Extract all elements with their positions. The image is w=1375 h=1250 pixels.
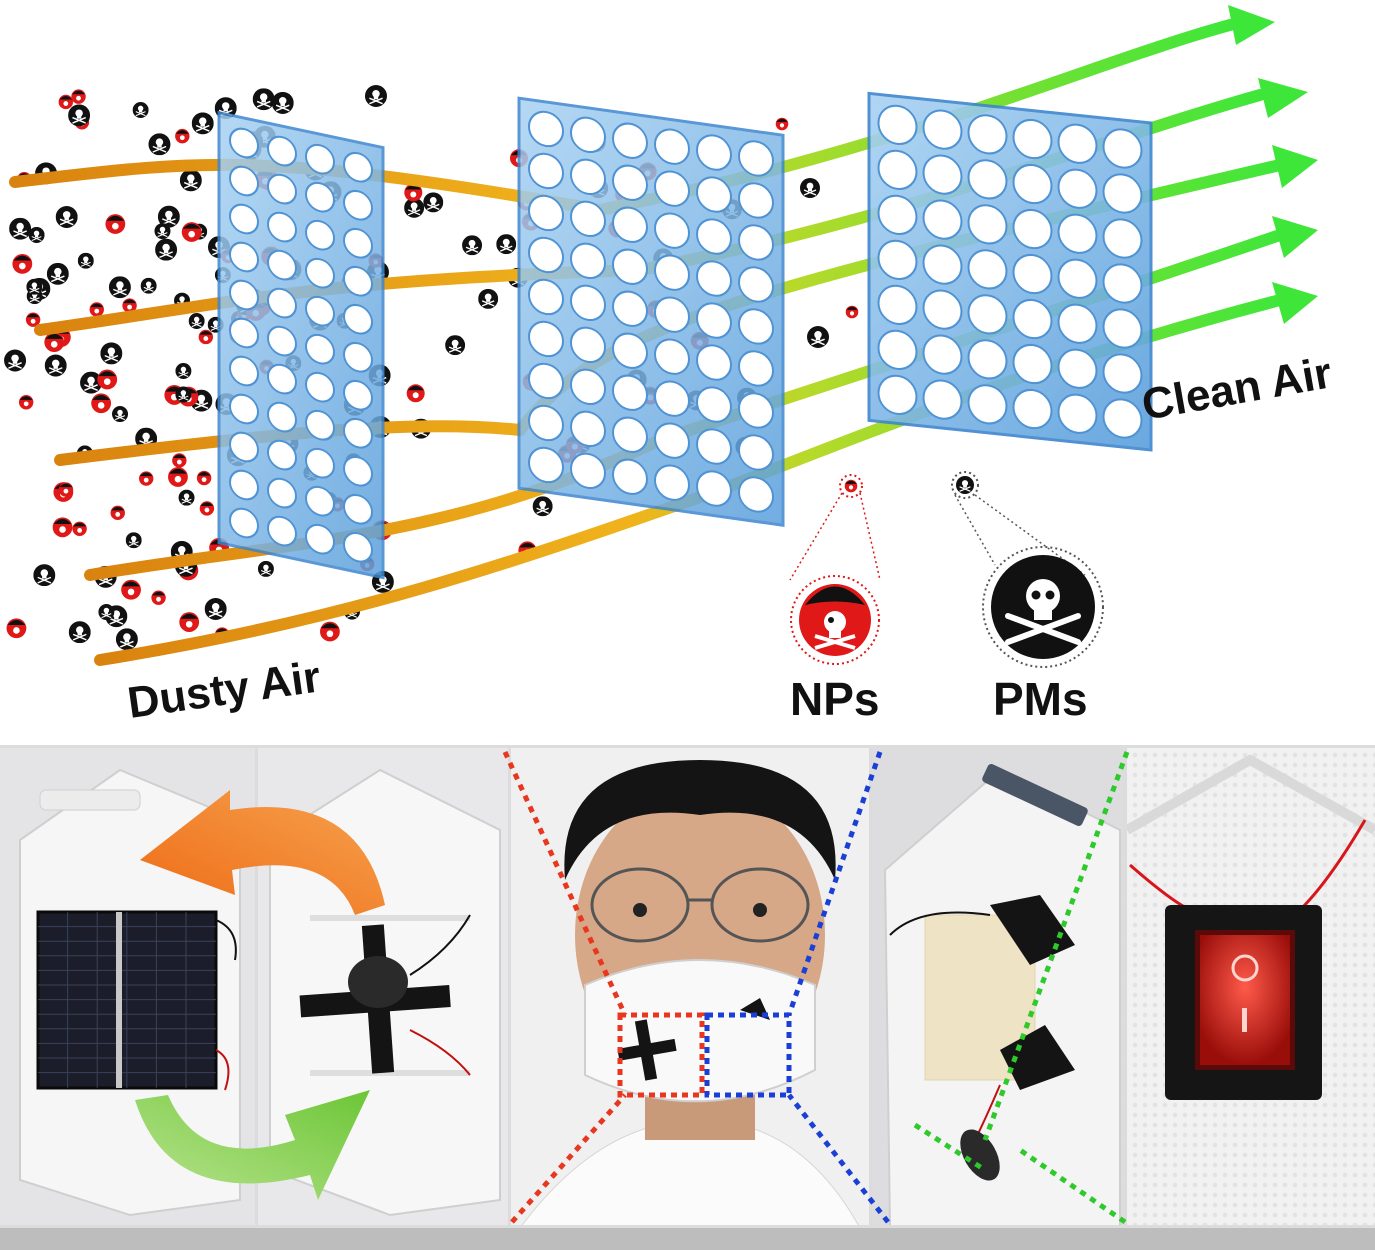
solar-panel [38, 912, 216, 1088]
pm-particle [33, 564, 55, 586]
pm-particle [205, 598, 227, 620]
arrow-head-4 [1272, 216, 1318, 258]
pm-particle [462, 235, 482, 255]
pm-particle [478, 289, 498, 309]
pm-particle [533, 496, 553, 516]
pm-particle [258, 561, 274, 577]
pm-particle [445, 335, 465, 355]
pm-particle [68, 104, 90, 126]
np-particle [53, 517, 73, 537]
skull-crossbones-icon [991, 555, 1095, 659]
filter-layer-2 [519, 98, 783, 525]
pm-particle [192, 112, 214, 134]
np-particle [179, 612, 199, 632]
pm-particle [69, 621, 91, 643]
arrow-head-2 [1258, 78, 1308, 118]
arrow-head-5 [1272, 282, 1318, 324]
pm-particle [109, 276, 131, 298]
np-particle [59, 482, 73, 496]
pirate-skull-icon [799, 584, 871, 656]
np-particle [846, 306, 859, 319]
np-particle [200, 501, 214, 515]
filtration-diagram: Dusty Air Clean Air NPs [4, 5, 1335, 728]
np-particle [12, 254, 32, 274]
arrow-head-3 [1272, 145, 1318, 188]
pm-particle [423, 192, 443, 212]
np-particle [776, 118, 789, 131]
np-particle [72, 522, 86, 536]
pm-particle [29, 227, 45, 243]
np-particle [59, 95, 73, 109]
np-particle [44, 332, 64, 352]
pm-particle [98, 604, 114, 620]
pm-particle [272, 92, 294, 114]
np-particle [121, 580, 141, 600]
pm-particle [78, 253, 94, 269]
photo-mask-power-switch [1127, 748, 1375, 1228]
np-particle [168, 467, 188, 487]
pm-particle [47, 263, 69, 285]
photo-person-wearing-mask [511, 748, 869, 1228]
pm-particle [112, 406, 128, 422]
np-particle [91, 393, 111, 413]
pm-particle [175, 363, 191, 379]
pm-particle [175, 386, 191, 402]
np-particle [175, 129, 189, 143]
pm-particle [141, 278, 157, 294]
np-particle [90, 302, 104, 316]
photo-strip [0, 745, 1375, 1250]
np-particle [139, 471, 153, 485]
pm-particle [496, 234, 516, 254]
pm-particle [133, 102, 149, 118]
np-particle [151, 591, 165, 605]
pm-particle [126, 532, 142, 548]
power-switch [1165, 905, 1322, 1100]
pm-particle [155, 239, 177, 261]
np-particle [105, 214, 125, 234]
filter-layer-3 [869, 93, 1151, 450]
photo-mask-filter-pad [872, 748, 1124, 1228]
pm-particle [956, 476, 974, 494]
pm-particle [56, 206, 78, 228]
filter-layer-1 [219, 113, 383, 578]
pm-particle [9, 218, 31, 240]
np-particle [197, 471, 211, 485]
pm-particle [365, 85, 387, 107]
np-label: NPs [790, 673, 879, 725]
pm-particle [45, 355, 67, 377]
np-particle [19, 395, 33, 409]
pm-particle [189, 313, 205, 329]
np-particle [97, 370, 117, 390]
np-particle [7, 618, 27, 638]
pm-particle [800, 178, 820, 198]
pm-label: PMs [993, 673, 1088, 725]
pm-particle [148, 133, 170, 155]
np-particle [199, 330, 213, 344]
np-callout: NPs [790, 475, 880, 725]
arrow-head-1 [1228, 5, 1275, 45]
np-particle [71, 89, 85, 103]
clean-air-label: Clean Air [1138, 348, 1335, 430]
dusty-air-label: Dusty Air [125, 652, 324, 728]
np-particle [320, 622, 340, 642]
pm-callout: PMs [952, 472, 1103, 725]
pm-particle [116, 628, 138, 650]
np-particle [172, 453, 186, 467]
pm-particle [4, 350, 26, 372]
pm-particle [253, 88, 275, 110]
pm-particle [807, 326, 829, 348]
np-particle [407, 384, 425, 402]
pm-particle [180, 169, 202, 191]
np-particle [845, 480, 858, 493]
pm-particle [100, 342, 122, 364]
np-particle [182, 222, 202, 242]
np-particle [111, 506, 125, 520]
pm-particle [154, 223, 170, 239]
pm-particle [26, 279, 42, 295]
pm-particle [179, 490, 195, 506]
